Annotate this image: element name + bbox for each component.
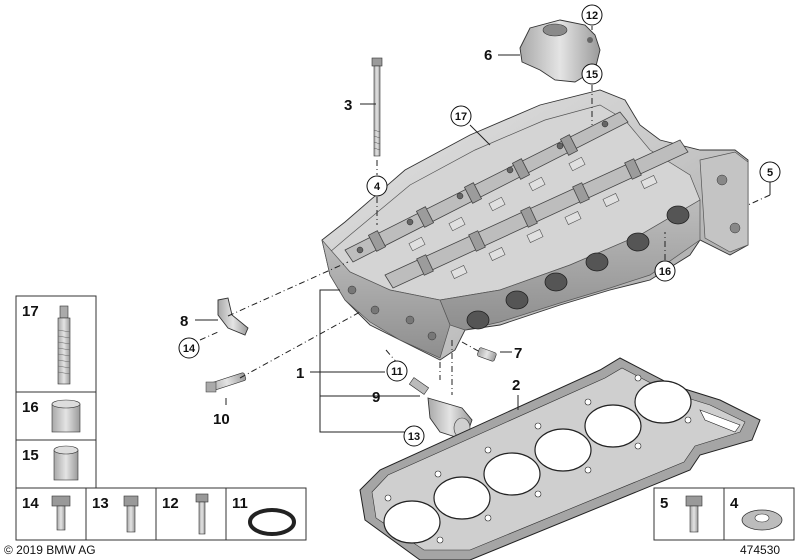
callout-6: 6 xyxy=(484,47,492,64)
svg-text:12: 12 xyxy=(162,495,179,512)
callout-9: 9 xyxy=(372,389,380,406)
callout-2: 2 xyxy=(512,377,520,394)
cylinder-head-illustration xyxy=(321,89,749,361)
svg-text:11: 11 xyxy=(232,495,248,512)
svg-text:17: 17 xyxy=(22,303,39,320)
callout-circle-15: 15 xyxy=(581,63,603,85)
callout-circle-12: 12 xyxy=(581,4,603,26)
cell-11: 11 xyxy=(232,495,296,536)
svg-text:14: 14 xyxy=(22,495,39,512)
svg-text:15: 15 xyxy=(22,447,39,464)
cell-17: 17 xyxy=(22,303,71,385)
cell-16: 16 xyxy=(22,399,81,433)
callout-circle-14: 14 xyxy=(178,337,200,359)
cell-4: 4 xyxy=(730,495,783,531)
callout-circle-5: 5 xyxy=(759,161,781,183)
svg-text:12: 12 xyxy=(586,10,598,22)
svg-text:15: 15 xyxy=(586,69,598,81)
callout-10: 10 xyxy=(213,411,230,428)
callout-3: 3 xyxy=(344,97,352,114)
exhaust-ports xyxy=(466,205,690,330)
cell-13: 13 xyxy=(92,495,139,533)
svg-text:4: 4 xyxy=(730,495,739,512)
cell-5: 5 xyxy=(660,495,703,533)
camshafts xyxy=(344,111,689,289)
svg-text:5: 5 xyxy=(660,495,668,512)
cell-12: 12 xyxy=(162,493,209,535)
svg-text:13: 13 xyxy=(408,431,420,443)
callout-8: 8 xyxy=(180,313,188,330)
cell-14: 14 xyxy=(22,495,71,531)
bracket-part-8 xyxy=(217,297,249,336)
callout-circle-4: 4 xyxy=(366,175,388,197)
callout-circle-11: 11 xyxy=(386,360,408,382)
svg-text:13: 13 xyxy=(92,495,109,512)
diagram-number: 474530 xyxy=(740,543,780,557)
callouts: 3 6 1 9 8 7 10 2 4 12 15 17 5 16 xyxy=(178,4,781,447)
svg-text:16: 16 xyxy=(659,266,671,278)
copyright-text: © 2019 BMW AG xyxy=(4,543,96,557)
svg-text:17: 17 xyxy=(455,111,467,123)
parts-table xyxy=(15,295,795,541)
valve-train xyxy=(408,156,658,279)
svg-text:14: 14 xyxy=(183,343,196,355)
gasket-bores xyxy=(383,380,692,544)
callout-7: 7 xyxy=(514,345,522,362)
cylinder-head-gasket-part-2 xyxy=(359,357,761,560)
bracket-part-6 xyxy=(519,19,601,83)
callout-1: 1 xyxy=(296,365,304,382)
callout-circle-16: 16 xyxy=(654,260,676,282)
sensor-part-7 xyxy=(477,347,497,362)
svg-text:16: 16 xyxy=(22,399,39,416)
bolt-part-3 xyxy=(371,57,383,157)
leader-lines xyxy=(195,26,771,433)
parts-table-cells: 17 16 15 14 xyxy=(22,303,783,536)
callout-circle-17: 17 xyxy=(450,105,472,127)
sensor-part-10 xyxy=(205,372,247,393)
callout-circle-13: 13 xyxy=(403,425,425,447)
cell-15: 15 xyxy=(22,445,79,481)
svg-text:11: 11 xyxy=(391,366,403,378)
svg-text:5: 5 xyxy=(767,167,773,179)
svg-text:4: 4 xyxy=(374,181,381,193)
